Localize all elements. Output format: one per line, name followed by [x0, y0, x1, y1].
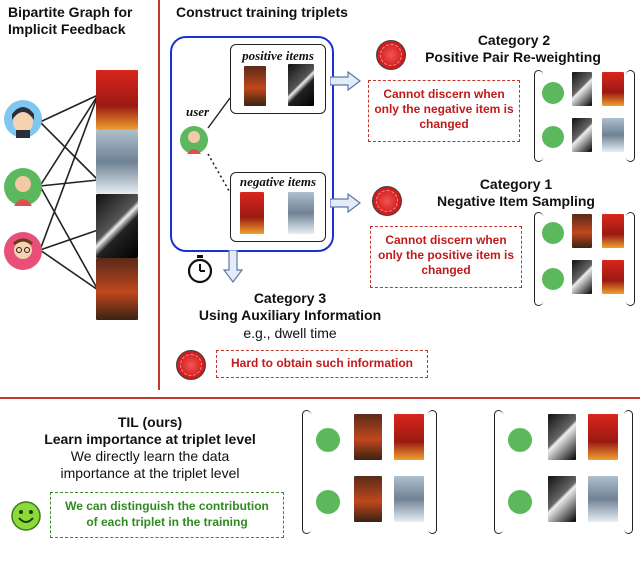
user-avatar-icon	[542, 82, 564, 104]
triplet-bracket	[302, 410, 311, 534]
cat1-title: Category 1	[479, 176, 553, 192]
triplet-box	[170, 36, 334, 252]
movie-poster-icon	[572, 260, 592, 294]
triplet-bracket	[626, 212, 635, 306]
movie-poster-icon	[602, 214, 624, 248]
movie-poster-icon	[244, 66, 266, 106]
cat3-note-box	[216, 350, 428, 378]
til-note: We can distinguish the contribution of e…	[65, 499, 269, 529]
movie-poster-icon	[96, 130, 138, 194]
user-avatar-icon	[4, 100, 42, 138]
triplet-example	[542, 118, 626, 156]
user-avatar-icon	[508, 490, 532, 514]
til-subtitle: Learn importance at triplet level	[44, 431, 256, 447]
movie-poster-icon	[394, 414, 424, 460]
triplet-example	[312, 476, 428, 524]
user-avatar-icon	[316, 428, 340, 452]
triplet-example	[504, 476, 624, 524]
positive-items-label: positive items	[242, 48, 314, 63]
cat2-note-box	[368, 80, 520, 142]
cat3-title: Category 3	[253, 290, 327, 306]
user-avatar-icon	[542, 222, 564, 244]
triplet-example	[542, 260, 626, 298]
cat3-subtitle: Using Auxiliary Information	[198, 307, 382, 323]
movie-poster-icon	[602, 260, 624, 294]
triplet-bracket	[428, 410, 437, 534]
triplet-example	[504, 414, 624, 462]
til-description: We directly learn the data importance at…	[60, 448, 240, 481]
user-label: user	[186, 104, 210, 119]
cat1-note: Cannot discern when only the positive it…	[377, 233, 515, 277]
movie-poster-icon	[354, 414, 382, 460]
movie-poster-icon	[572, 118, 592, 152]
triplet-bracket	[534, 212, 543, 306]
cat1-note-box	[370, 226, 522, 288]
cat2-subtitle: Positive Pair Re-weighting	[425, 49, 601, 65]
triplet-bracket	[534, 70, 543, 162]
sad-face-icon	[376, 40, 406, 70]
bipartite-title: Bipartite Graph for Implicit Feedback	[8, 4, 133, 37]
user-avatar-icon	[4, 168, 42, 206]
triplet-example	[542, 72, 626, 110]
user-avatar-icon	[4, 232, 42, 270]
user-avatar-icon	[508, 428, 532, 452]
cat2-title: Category 2	[477, 32, 551, 48]
user-avatar-icon	[180, 126, 208, 154]
movie-poster-icon	[394, 476, 424, 522]
sad-face-icon	[176, 350, 206, 380]
stopwatch-icon	[187, 255, 213, 284]
movie-poster-icon	[572, 72, 592, 106]
cat2-note: Cannot discern when only the negative it…	[374, 87, 514, 131]
movie-poster-icon	[96, 194, 138, 258]
negative-items-label: negative items	[239, 174, 317, 189]
movie-poster-icon	[588, 476, 618, 522]
arrow-icon	[330, 192, 361, 214]
horizontal-divider	[0, 397, 640, 399]
user-avatar-icon	[542, 126, 564, 148]
til-title: TIL (ours)	[117, 414, 183, 430]
sad-face-icon	[372, 186, 402, 216]
vertical-divider	[158, 0, 160, 390]
user-to-items-lines	[207, 97, 233, 197]
movie-poster-icon	[548, 476, 576, 522]
user-avatar-icon	[316, 490, 340, 514]
movie-poster-icon	[548, 414, 576, 460]
movie-poster-icon	[240, 192, 264, 234]
movie-poster-icon	[572, 214, 592, 248]
movie-poster-icon	[96, 70, 138, 130]
smiley-face-icon	[11, 501, 41, 531]
user-avatar-icon	[542, 268, 564, 290]
til-note-box	[50, 492, 284, 538]
arrow-icon	[222, 250, 244, 283]
movie-poster-icon	[288, 192, 314, 234]
movie-poster-icon	[96, 258, 138, 320]
arrow-icon	[330, 70, 361, 92]
cat3-note: Hard to obtain such information	[231, 356, 413, 370]
triplet-bracket	[626, 70, 635, 162]
cat3-example: e.g., dwell time	[243, 325, 337, 341]
triplet-bracket	[624, 410, 633, 534]
triplet-bracket	[494, 410, 503, 534]
triplet-example	[542, 214, 626, 252]
triplet-example	[312, 414, 428, 462]
construct-title: Construct training triplets	[176, 4, 348, 20]
cat1-subtitle: Negative Item Sampling	[437, 193, 595, 209]
movie-poster-icon	[602, 72, 624, 106]
bipartite-edges	[39, 94, 99, 291]
movie-poster-icon	[288, 64, 314, 106]
movie-poster-icon	[602, 118, 624, 152]
movie-poster-icon	[588, 414, 618, 460]
movie-poster-icon	[354, 476, 382, 522]
